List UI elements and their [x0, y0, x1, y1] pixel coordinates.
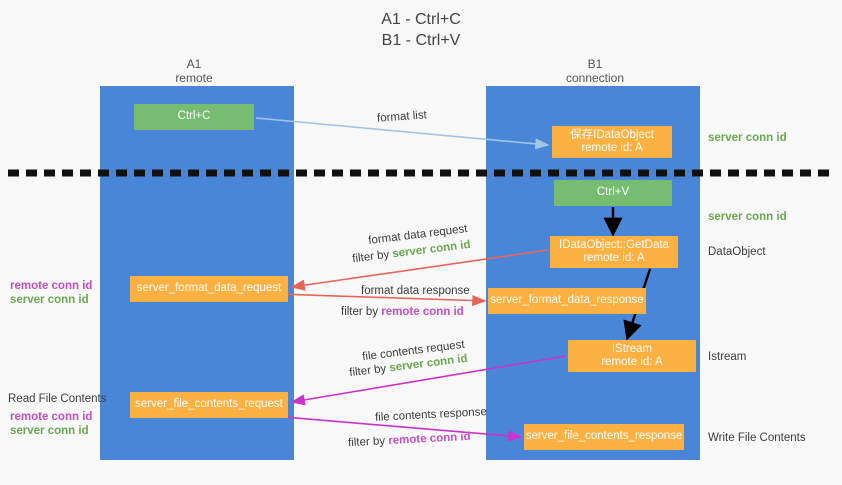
left-server-conn-id-1: server conn id: [10, 294, 89, 306]
node-server-format-data-request[interactable]: server_format_data_request: [130, 276, 288, 302]
lane-a1-sub: remote: [175, 71, 213, 85]
edge-label-format-data-response: format data response: [361, 285, 470, 297]
node-server-file-contents-response[interactable]: server_file_contents_response: [524, 424, 684, 450]
edge-label-format-list: format list: [376, 109, 428, 125]
node-ctrl-c-label: Ctrl+C: [177, 110, 211, 123]
lane-header-a1: A1 remote: [94, 57, 294, 85]
node-server-file-contents-request[interactable]: server_file_contents_request: [130, 392, 288, 418]
annotation-dataobject: DataObject: [708, 246, 766, 258]
remote-conn-id-text-2: remote conn id: [387, 430, 471, 448]
node-istream-line2: remote id: A: [601, 356, 663, 368]
lane-a1-name: A1: [186, 57, 202, 71]
node-save-idataobject-line2: remote id: A: [581, 142, 643, 154]
title-line-1: A1 - Ctrl+C: [381, 11, 461, 28]
annotation-server-conn-id-mid: server conn id: [708, 211, 787, 223]
node-save-idataobject-line1: 保存IDataObject: [570, 128, 654, 141]
filter-by-text-2: filter by: [341, 306, 382, 318]
left-server-conn-id-2: server conn id: [10, 425, 89, 437]
annotation-read-file-contents: Read File Contents: [8, 393, 107, 405]
node-server-file-contents-request-label: server_file_contents_request: [135, 398, 283, 411]
node-getdata-line2: remote id: A: [583, 252, 645, 264]
lane-header-b1: B1 connection: [495, 57, 695, 85]
edge-label-file-contents-response: file contents response: [374, 406, 488, 424]
title-line-2: B1 - Ctrl+V: [381, 32, 461, 49]
edge-label-file-contents-response-filter: filter by remote conn id: [348, 430, 471, 450]
annotation-server-conn-id-top: server conn id: [708, 132, 787, 144]
node-ctrl-v-label: Ctrl+V: [596, 186, 630, 199]
node-getdata-line1: IDataObject::GetData: [559, 238, 669, 251]
node-istream-line1: IStream: [611, 342, 653, 355]
left-remote-conn-id-2: remote conn id: [10, 411, 93, 423]
filter-by-text-4: filter by: [347, 435, 389, 450]
node-server-format-data-request-label: server_format_data_request: [136, 282, 282, 295]
annotation-write-file-contents: Write File Contents: [708, 432, 806, 444]
node-ctrl-c[interactable]: Ctrl+C: [134, 104, 254, 130]
annotation-istream: Istream: [708, 351, 747, 363]
lane-b1-sub: connection: [565, 71, 625, 85]
remote-conn-id-text-1: remote conn id: [381, 306, 464, 318]
filter-by-text-1: filter by: [351, 248, 394, 266]
node-save-idataobject[interactable]: 保存IDataObject remote id: A: [552, 126, 672, 158]
node-idataobject-getdata[interactable]: IDataObject::GetData remote id: A: [550, 236, 678, 268]
node-server-file-contents-response-label: server_file_contents_response: [525, 430, 683, 443]
node-server-format-data-response-label: server_format_data_response: [490, 294, 644, 307]
node-server-format-data-response[interactable]: server_format_data_response: [488, 288, 646, 314]
edge-label-format-data-response-filter: filter by remote conn id: [341, 305, 464, 319]
annotation-conn-ids-lower: remote conn id server conn id: [10, 410, 92, 438]
filter-by-text-3: filter by: [348, 362, 391, 380]
lane-b1-name: B1: [587, 57, 603, 71]
left-remote-conn-id-1: remote conn id: [10, 280, 93, 292]
node-ctrl-v[interactable]: Ctrl+V: [554, 180, 672, 206]
annotation-conn-ids-upper: remote conn id server conn id: [10, 279, 92, 307]
diagram-title: A1 - Ctrl+C B1 - Ctrl+V: [0, 9, 842, 51]
node-istream[interactable]: IStream remote id: A: [568, 340, 696, 372]
